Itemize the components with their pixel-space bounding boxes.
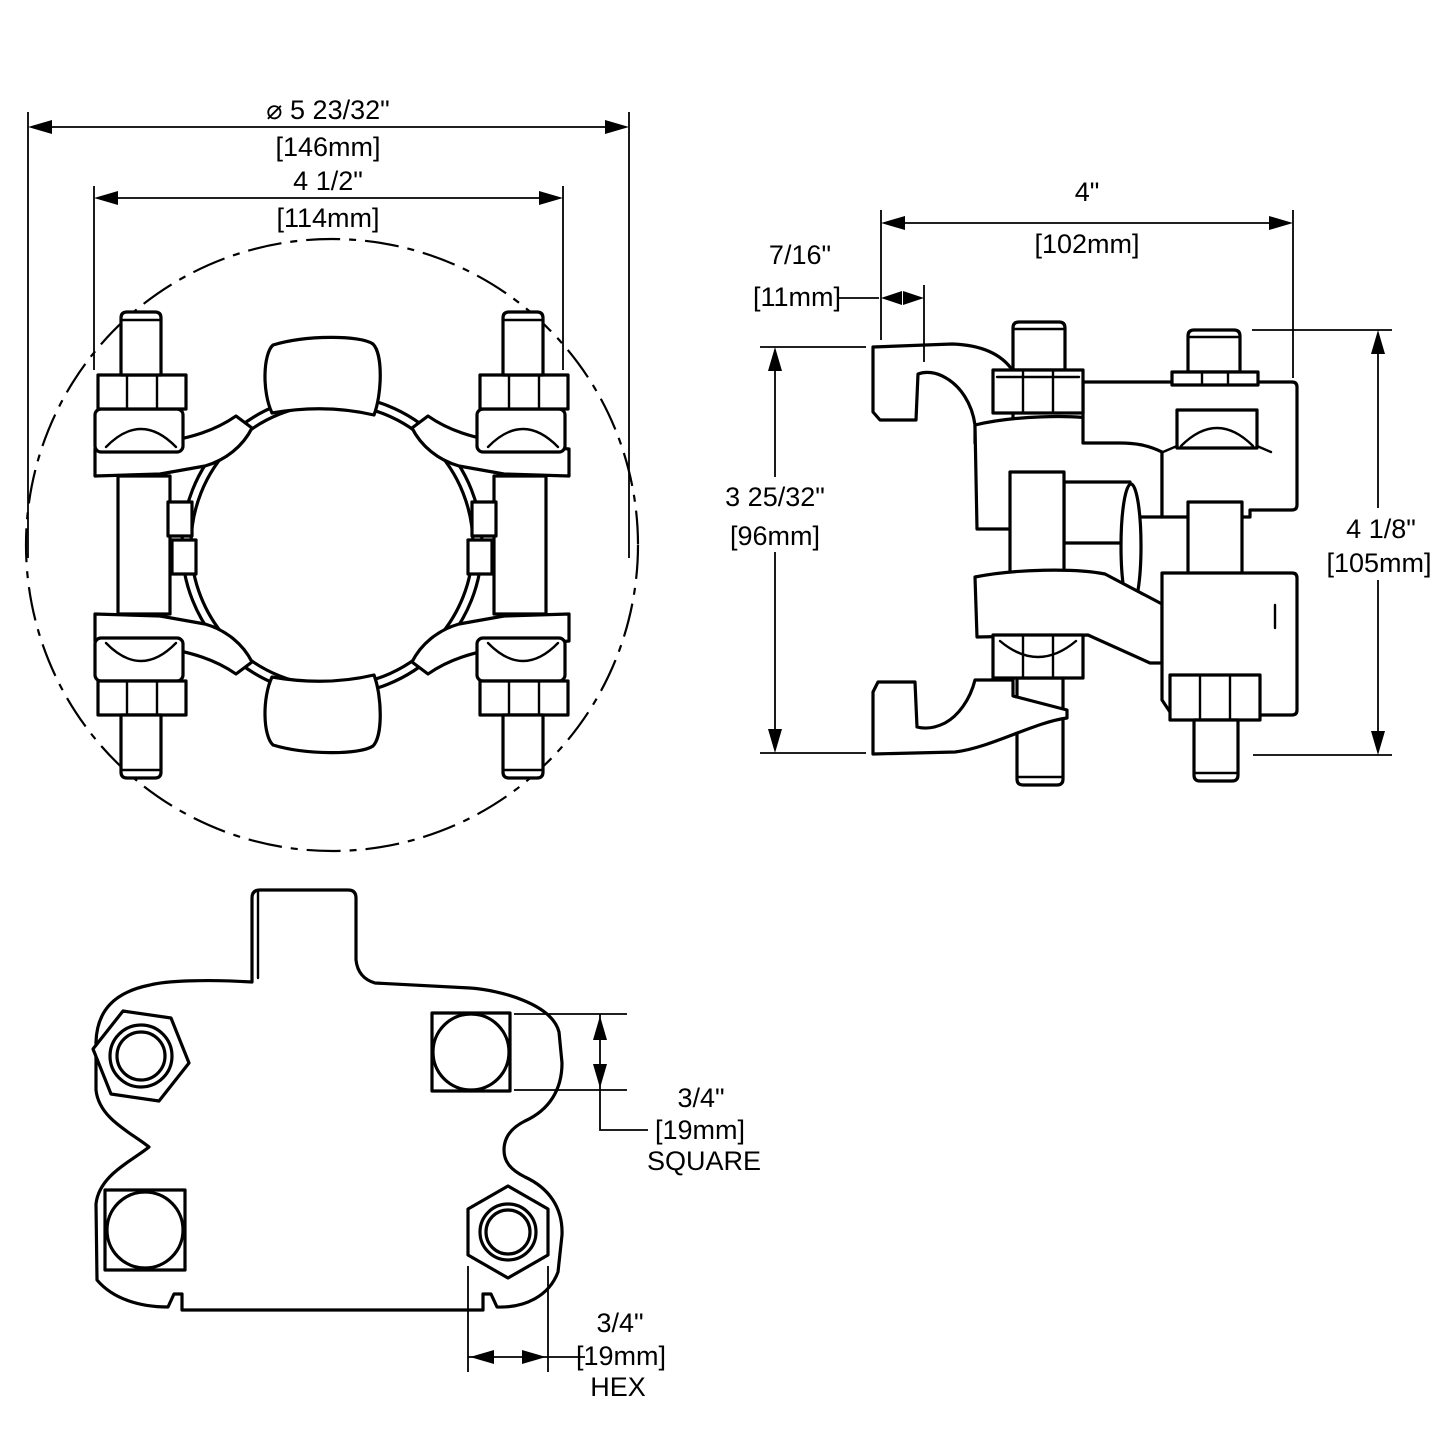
arrowhead	[881, 291, 902, 305]
dim-bolt-span-mm: [114mm]	[276, 203, 379, 233]
dim-square-mm: [19mm]	[655, 1115, 745, 1145]
top-left-hole-inner	[115, 1030, 167, 1082]
bottom-left-bolt-stud	[119, 713, 163, 780]
arrowhead	[539, 191, 563, 205]
arrowhead	[768, 729, 782, 753]
upper-left-stud	[1011, 320, 1067, 372]
lower-right-nut	[1168, 673, 1262, 722]
arrowhead	[593, 1016, 607, 1040]
dim-width-mm: [102mm]	[1034, 229, 1139, 259]
top-right-bolt-circle	[431, 1012, 511, 1092]
top-left-seat-dome	[104, 427, 178, 449]
arrowhead	[605, 120, 629, 134]
side-dim-lip-offset: 7/16" [11mm]	[753, 240, 925, 362]
bottom-right-hex-nut	[478, 679, 570, 717]
side-dim-overall-height: 4 1/8" [105mm]	[1252, 329, 1432, 756]
lower-left-seat-dome	[998, 639, 1078, 659]
dim-square-label: SQUARE	[647, 1146, 761, 1176]
bottom-right-hole-inner	[484, 1208, 532, 1256]
arrowhead	[522, 1350, 546, 1364]
middle-connector-lug	[1062, 480, 1132, 545]
lower-right-stud-tip	[1192, 718, 1240, 783]
bolt-circle-dashed	[24, 237, 640, 853]
right-jaw-tab-upper	[470, 500, 498, 538]
dim-hex-mm: [19mm]	[576, 1341, 666, 1371]
bottom-left-bolt-circle	[105, 1190, 185, 1270]
saddle-tick	[1161, 444, 1179, 454]
top-right-bolt-stud	[501, 310, 545, 377]
bottom-dim-hex: 3/4" [19mm] HEX	[467, 1266, 666, 1402]
bottom-left-hex-nut	[96, 679, 188, 717]
front-dim-bolt-span: 4 1/2" [114mm]	[93, 166, 564, 370]
bottom-saddle-lug	[263, 673, 382, 755]
top-left-bolt-stud	[119, 310, 163, 377]
dim-hex-label: HEX	[590, 1372, 646, 1402]
leader-line	[599, 1090, 648, 1131]
arrowhead	[470, 1350, 494, 1364]
left-jaw-tab-lower	[170, 538, 198, 576]
front-view: ⌀ 5 23/32" [146mm] 4 1/2" [114mm]	[24, 95, 640, 853]
left-jaw-tab-upper	[166, 500, 194, 538]
saddle-tick	[1255, 444, 1273, 454]
upper-left-claw	[871, 342, 1015, 445]
dim-outer-diameter-mm: [146mm]	[275, 132, 380, 162]
top-left-hex-nut	[96, 373, 188, 411]
front-dim-outer-diameter: ⌀ 5 23/32" [146mm]	[27, 95, 630, 558]
bottom-right-seat-dome	[486, 641, 560, 663]
dim-width-value: 4"	[1075, 177, 1100, 207]
arrowhead	[1269, 216, 1293, 230]
right-side-plate	[492, 474, 548, 616]
left-side-plate	[116, 474, 172, 616]
arrowhead	[881, 216, 905, 230]
dim-lip-offset-value: 7/16"	[769, 240, 831, 270]
top-saddle-lug	[263, 335, 382, 417]
dim-body-height-mm: [96mm]	[730, 521, 820, 551]
arrowhead	[903, 291, 924, 305]
dim-square-value: 3/4"	[677, 1083, 724, 1113]
dim-hex-value: 3/4"	[596, 1308, 643, 1338]
lower-left-claw	[871, 678, 1069, 756]
dim-overall-height-mm: [105mm]	[1326, 548, 1431, 578]
lower-jaw-bar	[973, 568, 1164, 665]
dim-overall-height-value: 4 1/8"	[1346, 514, 1416, 544]
dim-outer-diameter-value: ⌀ 5 23/32"	[266, 95, 389, 125]
side-dim-width: 4" [102mm]	[880, 177, 1294, 378]
dim-lip-offset-mm: [11mm]	[753, 282, 841, 312]
arrowhead	[28, 120, 52, 134]
bottom-left-seat-dome	[104, 641, 178, 663]
arrowhead	[1371, 731, 1385, 755]
upper-right-stud	[1186, 328, 1242, 374]
arrowhead	[1371, 330, 1385, 354]
arrowhead	[593, 1064, 607, 1088]
arrowhead	[94, 191, 118, 205]
dim-body-height-value: 3 25/32"	[725, 482, 825, 512]
bottom-view: 3/4" [19mm] SQUARE 3/4" [19mm] HEX	[91, 888, 761, 1402]
top-right-hex-nut	[478, 373, 570, 411]
upper-right-thin-nut	[1170, 370, 1260, 387]
right-jaw-tab-lower	[466, 538, 494, 576]
bottom-right-bolt-stud	[501, 713, 545, 780]
clamp-plate-outline	[94, 888, 564, 1312]
top-right-seat-dome	[486, 427, 560, 449]
side-view: 4" [102mm] 7/16" [11mm] 3 25/32" [96mm]	[725, 177, 1432, 787]
left-middle-stud	[1008, 470, 1066, 584]
dim-bolt-span-value: 4 1/2"	[293, 166, 363, 196]
bottom-dim-square: 3/4" [19mm] SQUARE	[514, 1013, 761, 1176]
upper-saddle-dome	[1179, 426, 1255, 448]
side-dim-body-height: 3 25/32" [96mm]	[725, 346, 866, 754]
arrowhead	[768, 347, 782, 371]
